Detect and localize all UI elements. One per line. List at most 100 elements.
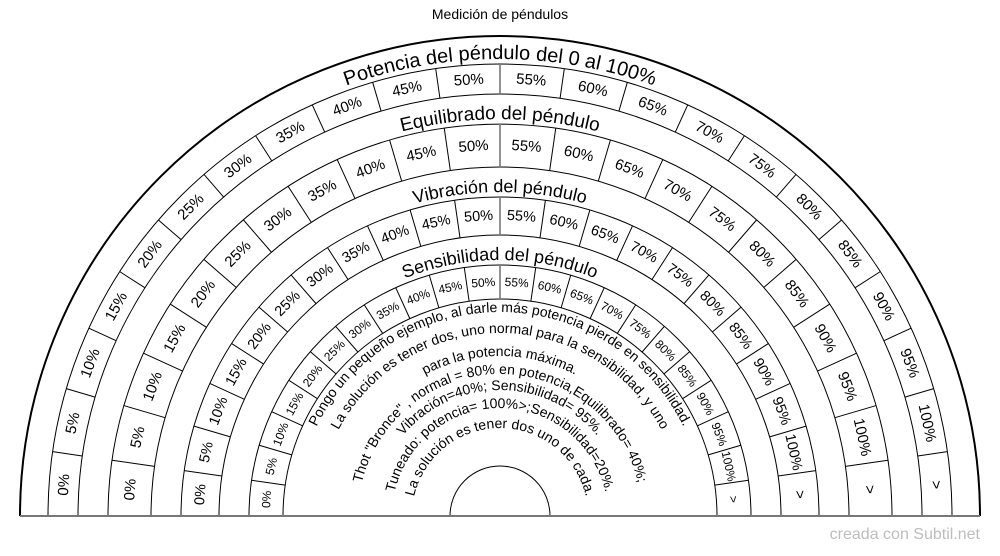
segment-label: 95%: [896, 346, 922, 380]
segment-label: 20%: [300, 362, 326, 390]
segment-label: 55%: [506, 208, 536, 226]
segment-label: 50%: [471, 275, 496, 291]
segment-label: 85%: [725, 320, 755, 353]
segment-label: 80%: [792, 190, 825, 223]
segment-label: 80%: [696, 288, 728, 320]
segment-label: 0%: [192, 483, 209, 505]
ring-1-divider: [917, 451, 948, 457]
ring-4-divider: [560, 275, 572, 308]
ring-2-divider: [688, 185, 713, 223]
segment-label: 30%: [221, 150, 255, 182]
ring-1-divider: [883, 327, 912, 342]
ring-3-divider: [736, 343, 769, 365]
segment-label: 95%: [769, 395, 794, 428]
segment-label: >: [726, 495, 740, 503]
segment-label: 50%: [453, 71, 484, 90]
ring-3-divider: [778, 470, 816, 477]
segment-label: 65%: [568, 286, 596, 308]
segment-label: 90%: [693, 390, 717, 418]
ring-2-divider: [169, 303, 207, 328]
ring-4-divider: [463, 267, 470, 302]
ring-1-divider: [66, 388, 96, 398]
segment-label: 90%: [811, 321, 840, 356]
segment-label: 40%: [379, 222, 412, 247]
ring-4-divider: [259, 444, 292, 456]
ring-3-divider: [578, 209, 591, 247]
ring-4-divider: [616, 304, 637, 334]
segment-label: 30%: [261, 204, 295, 236]
segment-label: 15%: [283, 390, 307, 418]
segment-label: 75%: [626, 316, 654, 342]
ring-2-divider: [123, 405, 166, 419]
segment-label: 75%: [705, 204, 739, 236]
segment-label: 65%: [636, 93, 670, 119]
ring-1-divider: [727, 135, 745, 162]
segment-label: 100%: [915, 403, 940, 444]
segment-label: 5%: [62, 411, 83, 436]
segment-label: 30%: [346, 316, 374, 342]
ring-2-inner-arc: [150, 166, 850, 517]
segment-label: 70%: [627, 239, 660, 267]
ring-2-divider: [443, 127, 451, 171]
ring-1-divider: [854, 271, 881, 289]
ring-2-divider: [287, 185, 312, 223]
ring-3-divider: [755, 383, 791, 400]
segment-label: 95%: [834, 369, 860, 403]
ring-1-divider: [158, 219, 182, 241]
ring-2-divider: [763, 258, 797, 288]
ring-4-divider: [395, 287, 411, 319]
ring-2-divider: [336, 159, 356, 199]
ring-3-divider: [209, 383, 245, 400]
ring-4-divider: [708, 444, 741, 456]
ring-2-divider: [845, 459, 889, 467]
ring-4-divider: [663, 351, 691, 375]
ring-2-divider: [597, 139, 611, 182]
ring-3-divider: [651, 247, 673, 280]
ring-2-divider: [793, 303, 831, 328]
segment-label: 15%: [160, 321, 189, 356]
ring-1-divider: [904, 388, 934, 398]
segment-label: 25%: [321, 337, 348, 364]
ring-4-divider: [641, 325, 665, 353]
ring-2-divider: [549, 127, 557, 171]
segment-label: 15%: [223, 356, 251, 389]
segment-label: 60%: [537, 278, 564, 297]
ring-1-divider: [52, 451, 83, 457]
ring-4-divider: [251, 479, 286, 486]
footer-credit[interactable]: creada con Subtil.net: [829, 526, 980, 543]
segment-label: 75%: [663, 261, 696, 291]
ring-2-divider: [834, 405, 877, 419]
ring-4-divider: [363, 304, 384, 334]
ring-4-divider: [589, 287, 605, 319]
ring-4-divider: [428, 275, 440, 308]
ring-1-divider: [818, 219, 842, 241]
ring-2-divider: [242, 219, 272, 253]
segment-label: 10%: [206, 395, 231, 428]
segment-label: 25%: [174, 190, 207, 223]
ring-3-divider: [327, 247, 349, 280]
ring-3-divider: [231, 343, 264, 365]
segment-label: >: [791, 490, 808, 500]
segment-label: 100%: [719, 450, 739, 483]
ring-3-divider: [454, 200, 461, 238]
ring-3-divider: [769, 425, 807, 438]
ring-3-divider: [409, 209, 422, 247]
segment-label: 100%: [850, 417, 875, 458]
ring-2-divider: [728, 219, 758, 253]
ring-4-divider: [697, 411, 729, 427]
ring-1-divider: [372, 82, 382, 112]
ring-3-divider: [539, 200, 546, 238]
segment-label: 95%: [708, 421, 730, 449]
segment-label: 40%: [405, 286, 433, 308]
segment-label: 10%: [77, 346, 103, 380]
ring-1-divider: [255, 135, 273, 162]
ring-3-divider: [193, 425, 231, 438]
segment-label: 80%: [652, 337, 679, 364]
ring-2-divider: [644, 159, 664, 199]
outer-arc: [19, 35, 981, 517]
segment-label: 90%: [749, 356, 777, 389]
ring-4-divider: [714, 479, 749, 486]
ring-2-divider: [817, 352, 857, 372]
segment-label: 55%: [504, 275, 529, 291]
ring-3-divider: [290, 274, 317, 304]
